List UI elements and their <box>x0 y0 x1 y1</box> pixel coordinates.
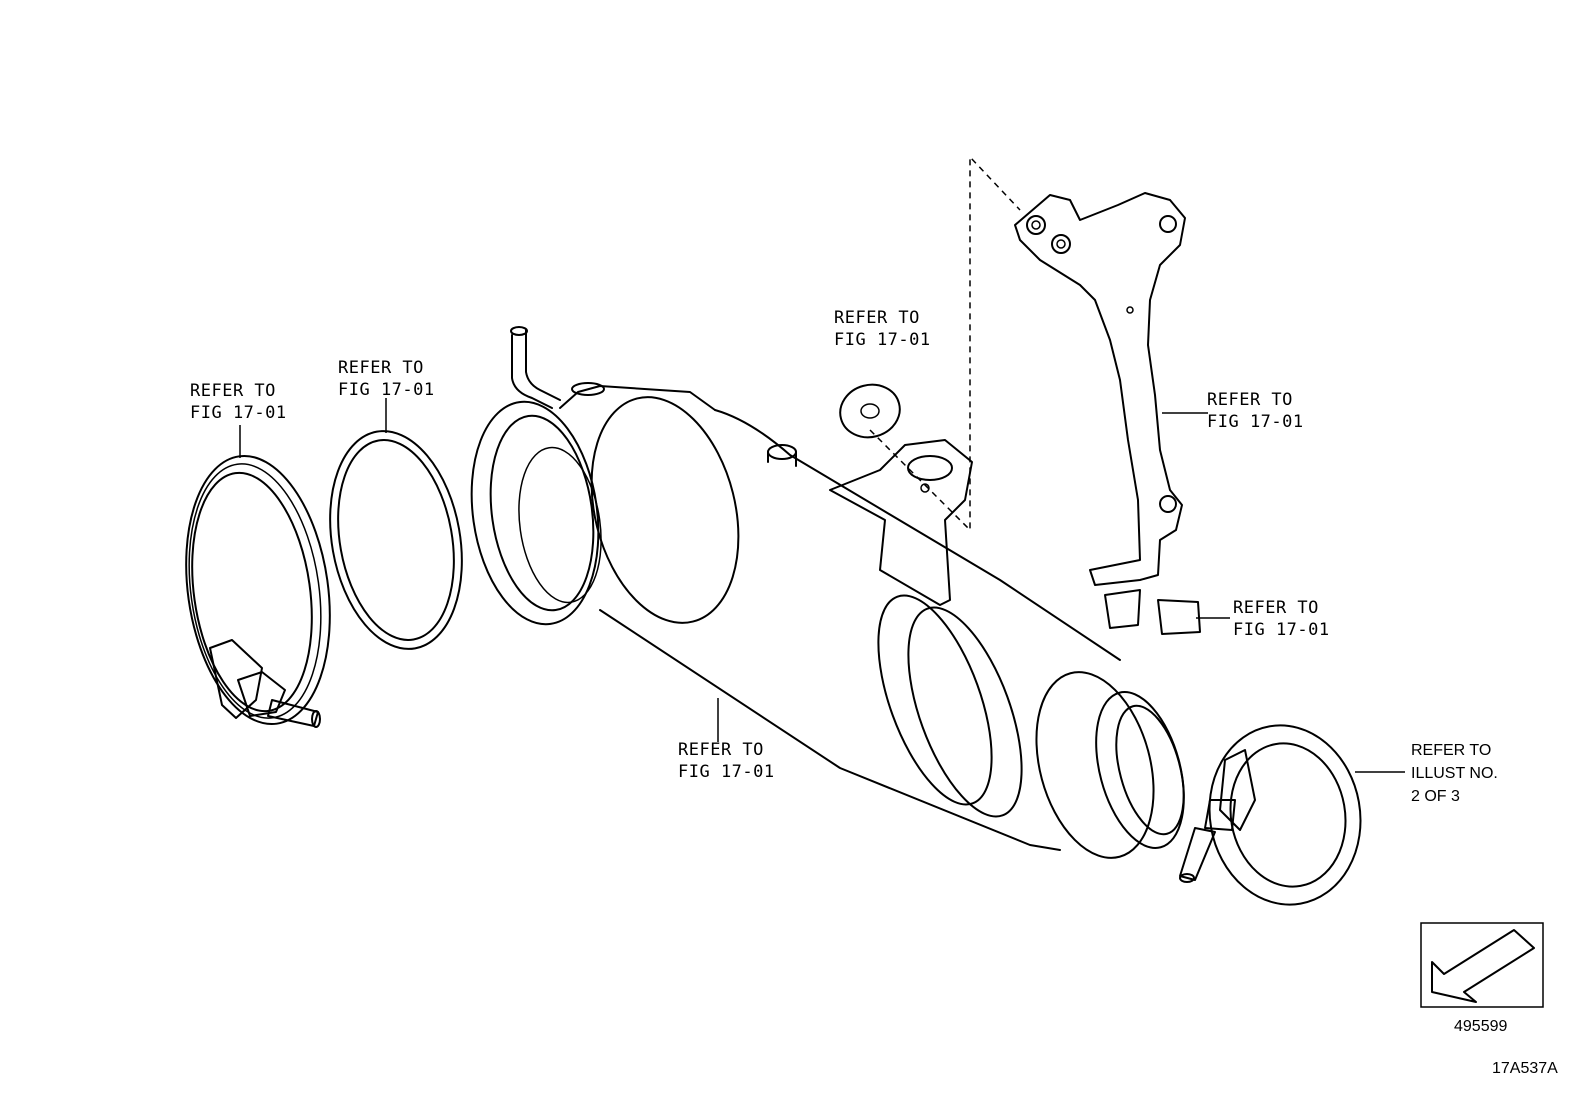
callout-line: REFER TO <box>1233 598 1319 618</box>
callout-line: REFER TO <box>338 358 424 378</box>
callout-line: REFER TO <box>678 740 764 760</box>
callout-converter: REFER TO FIG 17-01 <box>678 739 775 783</box>
callout-clamp-left: REFER TO FIG 17-01 <box>190 380 287 424</box>
callout-washer: REFER TO FIG 17-01 <box>834 307 931 351</box>
right-clamp <box>1179 724 1362 906</box>
callout-line: REFER TO <box>834 308 920 328</box>
callout-line: FIG 17-01 <box>1207 412 1304 432</box>
callout-line: REFER TO <box>190 381 276 401</box>
callout-clip: REFER TO FIG 17-01 <box>1233 597 1330 641</box>
callout-line: FIG 17-01 <box>190 403 287 423</box>
support-bracket <box>1014 192 1201 635</box>
callout-line: FIG 17-01 <box>678 762 775 782</box>
callout-bracket: REFER TO FIG 17-01 <box>1207 389 1304 433</box>
callout-line: ILLUST NO. <box>1411 765 1498 782</box>
gasket-ring <box>329 430 463 650</box>
callout-line: FIG 17-01 <box>338 380 435 400</box>
callout-gasket-ring: REFER TO FIG 17-01 <box>338 357 435 401</box>
leader-lines <box>239 398 1405 773</box>
figure-code: 17A537A <box>1492 1060 1558 1077</box>
callout-line: FIG 17-01 <box>1233 620 1330 640</box>
washer <box>839 383 901 439</box>
callout-line: REFER TO <box>1207 390 1293 410</box>
converter-mount-tab <box>829 439 973 606</box>
left-clamp <box>185 454 331 728</box>
callout-line: REFER TO <box>1411 742 1492 759</box>
callout-line: 2 OF 3 <box>1411 788 1460 805</box>
orientation-code: 495599 <box>1454 1018 1508 1035</box>
callout-line: FIG 17-01 <box>834 330 931 350</box>
alignment-dashed-line <box>869 155 1021 532</box>
callout-clamp-right: REFER TO ILLUST NO. 2 OF 3 <box>1411 739 1498 808</box>
orientation-arrow-icon <box>1431 929 1535 1003</box>
catalytic-converter <box>470 326 1185 859</box>
orientation-box <box>1420 922 1544 1008</box>
